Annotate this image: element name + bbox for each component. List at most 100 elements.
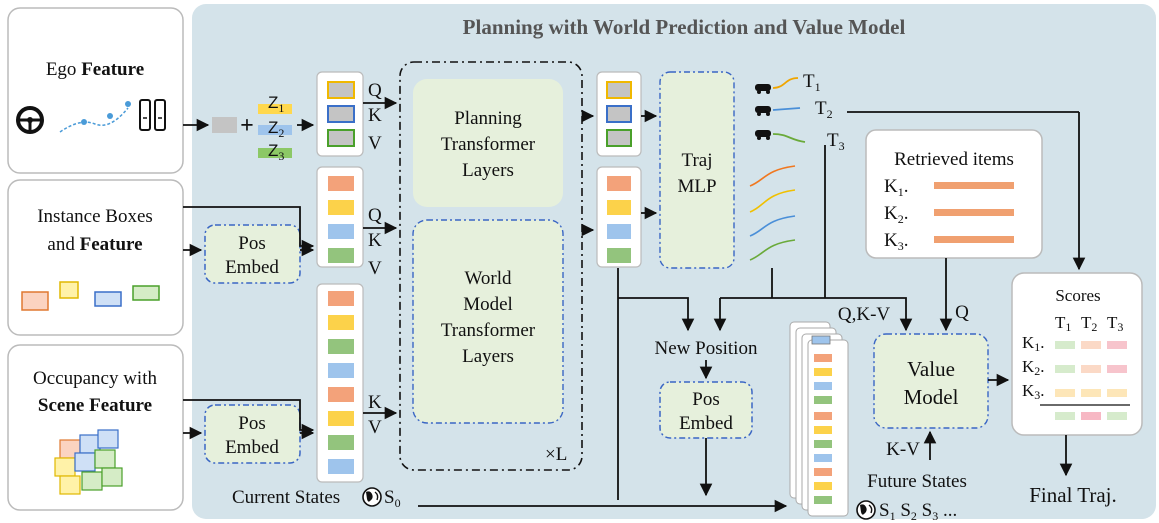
score-cell <box>1081 365 1101 373</box>
score-cell <box>1107 412 1127 420</box>
output-instance-tokens <box>596 166 642 268</box>
car-icon-2 <box>755 106 771 116</box>
score-cell <box>1055 389 1075 397</box>
traj-curve-2 <box>772 107 801 111</box>
z-token-2: Z2 <box>258 118 292 140</box>
output-query-tokens <box>596 71 642 157</box>
diagram-title: Planning with World Prediction and Value… <box>463 15 906 39</box>
scores-title: Scores <box>1055 286 1100 305</box>
instance-line2: and Feature <box>47 234 142 255</box>
score-cells <box>1055 341 1127 420</box>
scores-col-t1: T1 <box>1055 313 1071 334</box>
svg-text:Embed: Embed <box>679 413 733 434</box>
transformer-block <box>399 61 583 471</box>
scores-box: Scores T1 T2 T3 K1. K2. K3. <box>1011 272 1143 436</box>
traj-curve-3 <box>772 133 806 143</box>
retrieved-bar-2 <box>934 209 1014 216</box>
svg-text:Transformer: Transformer <box>441 134 536 155</box>
mlp-curve-yellow <box>749 189 796 213</box>
retrieved-bar-3 <box>934 236 1014 243</box>
z-token-3: Z3 <box>258 141 292 163</box>
world-model-transformer-layers: World Model Transformer Layers <box>412 219 564 424</box>
ego-feature-label: Ego Feature <box>46 59 144 80</box>
future-states-values: S1 S2 S3 ... <box>879 500 957 523</box>
repeat-label: ×L <box>545 444 567 465</box>
k-label-3: K <box>368 392 382 413</box>
score-cell <box>1055 365 1075 373</box>
future-state-stack <box>789 321 849 517</box>
q-value-label: Q <box>955 302 969 323</box>
score-cell <box>1081 412 1101 420</box>
svg-text:Pos: Pos <box>238 233 265 254</box>
k-label-1: K <box>368 105 382 126</box>
scores-row-k1: K1. <box>1022 333 1045 354</box>
svg-text:Z3: Z3 <box>268 141 284 163</box>
instance-line1: Instance Boxes <box>37 206 153 227</box>
z-token-1: Z1 <box>258 93 292 115</box>
final-traj-label: Final Traj. <box>1029 483 1117 507</box>
mlp-curve-green <box>749 239 796 261</box>
svg-text:Embed: Embed <box>225 437 279 458</box>
pos-embed-new: Pos Embed <box>659 381 753 439</box>
ego-feature-box: Ego Feature <box>7 7 184 174</box>
car-icon-1 <box>755 84 771 94</box>
v-label-3: V <box>368 417 382 438</box>
new-position-label: New Position <box>655 338 758 359</box>
pos-embed-instance: Pos Embed <box>204 224 301 284</box>
occupancy-cubes-icon <box>54 429 123 495</box>
svg-text:MLP: MLP <box>677 176 716 197</box>
instance-boxes-box: Instance Boxes and Feature <box>7 179 184 336</box>
occupancy-box: Occupancy with Scene Feature <box>7 344 184 511</box>
score-cell <box>1081 341 1101 349</box>
svg-text:Transformer: Transformer <box>441 320 536 341</box>
globe-icon-future <box>856 500 876 520</box>
svg-text:Layers: Layers <box>462 160 514 181</box>
traj-curve-1 <box>772 77 799 89</box>
plus-sign: + <box>240 113 254 139</box>
score-cell <box>1055 341 1075 349</box>
score-cell <box>1055 412 1075 420</box>
pos-embed-scene: Pos Embed <box>204 404 301 464</box>
svg-text:Layers: Layers <box>462 346 514 367</box>
k-label-2: K <box>368 230 382 251</box>
scores-row-k2: K2. <box>1022 357 1045 378</box>
traj-mlp: Traj MLP <box>659 71 735 269</box>
traj-label-2: T2 <box>815 98 833 121</box>
score-cell <box>1081 389 1101 397</box>
retrieved-k3: K3. <box>884 230 908 253</box>
svg-text:World: World <box>464 268 512 289</box>
car-icon-3 <box>755 130 771 140</box>
v-label-1: V <box>368 133 382 154</box>
mlp-curve-blue <box>749 215 796 237</box>
retrieved-items-box: Retrieved items K1. K2. K3. <box>865 129 1043 259</box>
retrieved-k2: K2. <box>884 203 908 226</box>
scene-token-column <box>316 283 364 483</box>
ego-token <box>212 117 237 133</box>
svg-text:Embed: Embed <box>225 257 279 278</box>
query-token-column <box>316 71 364 157</box>
retrieved-k1: K1. <box>884 176 908 199</box>
score-cell <box>1107 389 1127 397</box>
value-model: Value Model <box>873 333 989 429</box>
scores-col-t3: T3 <box>1107 313 1123 334</box>
score-cell <box>1107 365 1127 373</box>
current-states-s0: S0 <box>384 487 401 510</box>
kv-label: K-V <box>886 439 920 460</box>
svg-text:Z2: Z2 <box>268 118 284 140</box>
retrieved-title: Retrieved items <box>894 149 1014 170</box>
current-states-label: Current States <box>232 487 340 508</box>
traj-label-3: T3 <box>827 130 845 153</box>
qkv-value-label: Q,K-V <box>838 304 891 325</box>
route-icon <box>59 101 131 133</box>
globe-icon <box>362 487 382 507</box>
score-cell <box>1107 341 1127 349</box>
pedals-icon <box>139 99 166 131</box>
scores-row-k3: K3. <box>1022 381 1045 402</box>
svg-text:Traj: Traj <box>682 150 713 171</box>
mlp-curve-orange <box>749 165 796 187</box>
future-states-label: Future States <box>867 471 967 492</box>
svg-text:Model: Model <box>463 294 513 315</box>
svg-text:Pos: Pos <box>238 413 265 434</box>
scores-col-t2: T2 <box>1081 313 1097 334</box>
